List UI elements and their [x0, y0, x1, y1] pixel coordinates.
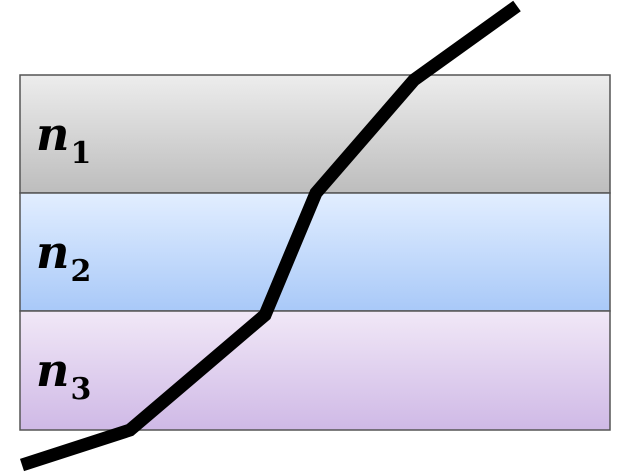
layer-2-symbol: n: [36, 225, 69, 279]
light-ray: [19, 0, 521, 472]
layer-3-symbol: n: [36, 343, 69, 397]
layer-3-slab: [19, 310, 611, 431]
layer-1-label: n1: [36, 107, 91, 171]
layer-3-subscript: 3: [70, 372, 91, 407]
layer-1-subscript: 1: [70, 136, 91, 171]
layer-2-subscript: 2: [70, 254, 91, 289]
layer-1-slab: [19, 74, 611, 194]
layer-2-slab: [19, 192, 611, 312]
layer-1-symbol: n: [36, 107, 69, 161]
layer-3-label: n3: [36, 343, 91, 407]
layer-2-label: n2: [36, 225, 91, 289]
